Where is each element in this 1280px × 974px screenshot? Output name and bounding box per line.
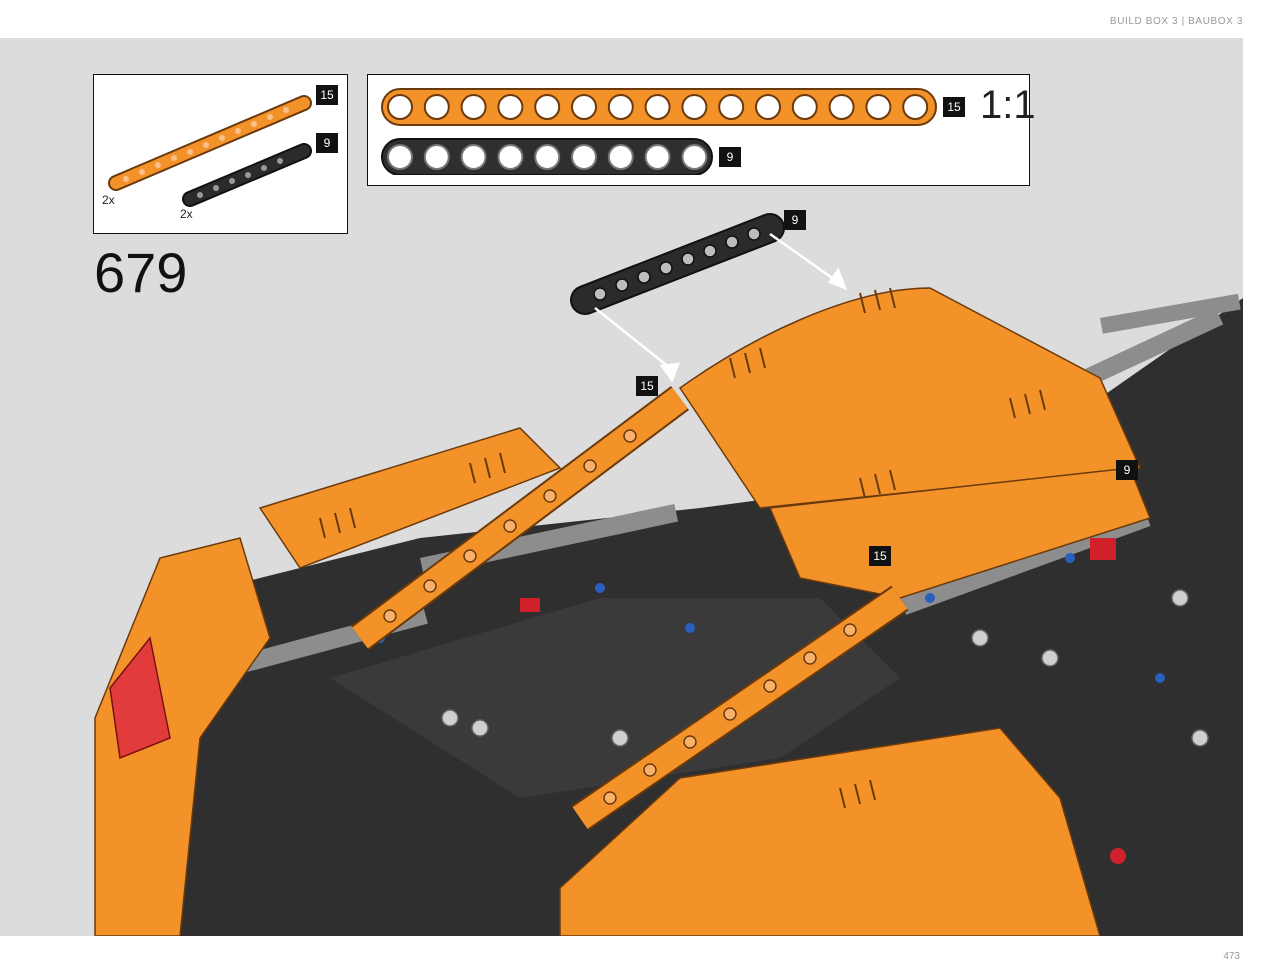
callout-tag: 15 bbox=[636, 376, 658, 396]
beam-hole bbox=[460, 144, 487, 170]
parts-list-illustration bbox=[108, 95, 312, 207]
beam-hole bbox=[791, 94, 818, 120]
car-model-illustration bbox=[94, 213, 1243, 936]
part-tag: 9 bbox=[316, 133, 338, 153]
beam-hole bbox=[644, 94, 671, 120]
beam-hole bbox=[865, 94, 892, 120]
beam-hole bbox=[460, 94, 487, 120]
scale-beams-illustration bbox=[381, 88, 937, 175]
part-tag: 15 bbox=[316, 85, 338, 105]
page-header: BUILD BOX 3 | BAUBOX 3 bbox=[1109, 16, 1243, 27]
beam-hole bbox=[534, 144, 561, 170]
beam-hole bbox=[497, 94, 524, 120]
beam-hole bbox=[423, 144, 450, 170]
part-tag: 9 bbox=[719, 147, 741, 167]
beam-hole bbox=[423, 94, 450, 120]
beam-hole bbox=[534, 94, 561, 120]
beam-hole bbox=[571, 94, 597, 120]
callout-tag: 9 bbox=[1116, 460, 1138, 480]
beam-hole bbox=[387, 94, 413, 120]
part-quantity: 2x bbox=[180, 207, 193, 221]
beam-hole bbox=[387, 144, 413, 170]
part-quantity: 2x bbox=[102, 193, 115, 207]
callout-tag: 15 bbox=[869, 546, 891, 566]
beam-hole bbox=[902, 94, 929, 120]
scale-reference-box: 15 9 1:1 bbox=[367, 74, 1036, 186]
beam-hole bbox=[755, 94, 781, 120]
part-tag: 15 bbox=[943, 97, 965, 117]
callout-tag: 9 bbox=[784, 210, 806, 230]
scale-label: 1:1 bbox=[980, 83, 1036, 127]
beam-hole bbox=[607, 94, 634, 120]
instruction-illustration: 9 15 9 15 bbox=[0, 38, 1243, 936]
beam-hole bbox=[681, 144, 708, 170]
beam-hole bbox=[644, 144, 671, 170]
beam-hole bbox=[718, 94, 745, 120]
beam-hole bbox=[571, 144, 597, 170]
beam-hole bbox=[607, 144, 634, 170]
page-number: 473 bbox=[1223, 951, 1240, 962]
parts-list-box: 15 9 2x 2x bbox=[93, 74, 348, 234]
beam-hole bbox=[497, 144, 524, 170]
beam-hole bbox=[681, 94, 708, 120]
beam-hole bbox=[828, 94, 855, 120]
step-number: 679 bbox=[94, 241, 188, 304]
